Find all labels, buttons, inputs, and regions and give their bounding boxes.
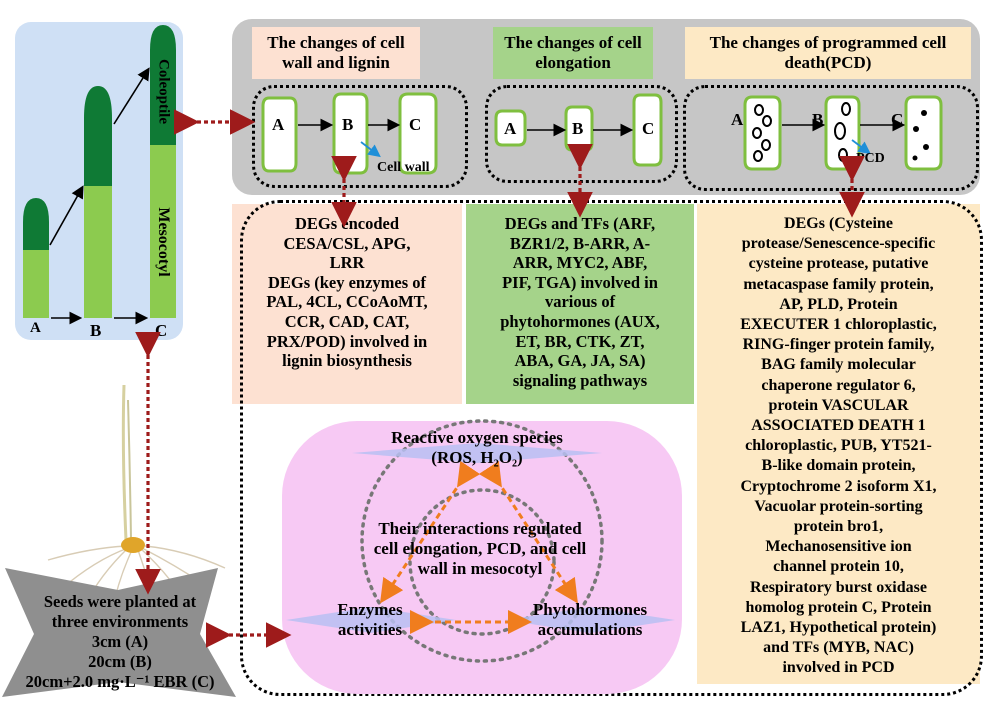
growth-arrow-a-b (49, 185, 84, 246)
section-title-pcd: The changes of programmed cell death(PCD… (685, 27, 971, 79)
enzymes-label: Enzymes activities (337, 600, 403, 639)
cell-wall-container (252, 85, 468, 188)
cell-wall-cell-b-label: B (342, 115, 354, 134)
stage-b-coleoptile (84, 86, 112, 186)
stage-label-a: A (30, 320, 41, 336)
seeds-box-text: Seeds were planted at three environments… (25, 592, 215, 691)
pcd-cell-b-label: B (812, 110, 824, 129)
elongation-cell-b-label: B (572, 119, 584, 138)
stage-a-mesocotyl (23, 250, 49, 318)
cell-wall-cell-a-label: A (272, 115, 285, 134)
growth-arrow-b-c (113, 67, 150, 125)
pcd-cell-a-label: A (731, 110, 744, 129)
elongation-deg-box (466, 204, 694, 404)
stage-b-mesocotyl (84, 186, 112, 318)
elongation-deg-text: DEGs and TFs (ARF,BZR1/2, B-ARR, A- ARR,… (500, 214, 660, 390)
cell-wall-cell-c-label: C (409, 115, 422, 134)
stage-c-coleoptile (150, 25, 176, 145)
stage-a-coleoptile (23, 198, 49, 250)
pcd-container (683, 85, 979, 191)
elongation-cell-c-label: C (642, 119, 655, 138)
phytohormones-label: Phytohormones accumulations (532, 600, 648, 639)
section-title-elongation: The changes of cell elongation (493, 27, 653, 79)
dotted-outline (240, 200, 983, 696)
interaction-center-text: Their interactions regulated cell elonga… (373, 519, 587, 578)
cell-wall-annotation: Cell wall (377, 160, 430, 175)
stage-c-mesocotyl (150, 145, 176, 318)
stage-label-b: B (90, 321, 102, 340)
section-title-cell-wall: The changes of cell wall and lignin (252, 27, 420, 79)
pcd-deg-box (697, 204, 980, 684)
ros-label: Reactive oxygen species (ROS, H₂O₂) (391, 428, 563, 467)
pcd-cell-c-label: C (891, 110, 904, 129)
elongation-cell-a-label: A (504, 119, 517, 138)
